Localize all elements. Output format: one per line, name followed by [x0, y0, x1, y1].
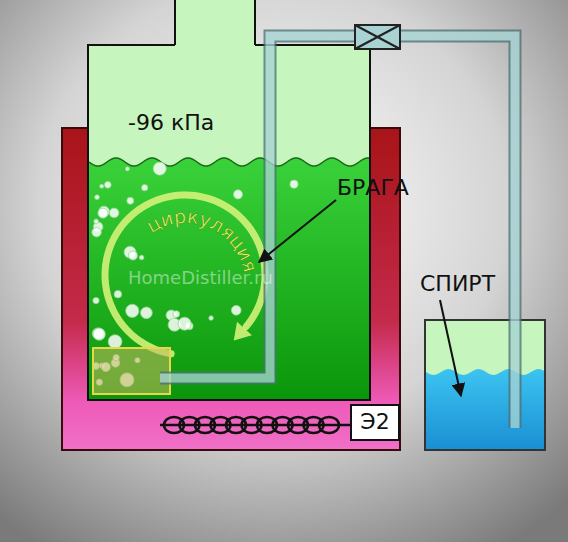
bubble — [92, 228, 101, 237]
bubble — [173, 311, 180, 318]
pressure-label: -96 кПа — [128, 111, 214, 135]
bubble — [125, 167, 129, 171]
valve-cross — [355, 25, 400, 49]
liquid-surface — [89, 158, 369, 166]
part-label: БРАГА — [337, 176, 409, 200]
bubble — [100, 184, 104, 188]
part-label: СПИРТ — [420, 272, 495, 296]
bubble — [128, 251, 137, 260]
bubble — [104, 181, 111, 188]
bubble — [141, 307, 153, 319]
alcohol-liquid — [426, 369, 544, 449]
valve — [355, 25, 400, 49]
pipe-bore — [160, 36, 515, 428]
bubble — [139, 255, 144, 260]
vessel-neck — [175, 0, 255, 46]
leader-line — [259, 200, 336, 262]
flow-label: циркуляция — [142, 205, 261, 275]
heater-lead — [160, 424, 350, 427]
bubble — [95, 195, 100, 200]
watermark: HomeDistiller.ru — [128, 268, 273, 288]
bubble — [126, 304, 139, 317]
valve-cross — [355, 25, 400, 49]
bubble — [290, 180, 298, 188]
bubble — [109, 208, 119, 218]
bubble — [209, 316, 214, 321]
suction-filter — [93, 348, 170, 394]
bubble — [114, 290, 122, 298]
bubble — [153, 162, 166, 175]
neck-wall — [174, 0, 176, 45]
bubble — [178, 317, 191, 330]
bubble — [98, 208, 108, 218]
beaker-outline — [425, 320, 545, 450]
circulation-arrowhead — [234, 322, 252, 341]
pipe — [160, 36, 515, 428]
bubble — [142, 184, 148, 190]
neck-wall — [254, 0, 256, 45]
leader-line — [440, 300, 461, 396]
bubble — [94, 219, 99, 224]
bubble — [93, 297, 99, 303]
box-label: Э2 — [360, 410, 389, 434]
bubble — [93, 328, 105, 340]
receiver-beaker — [425, 320, 545, 450]
mash-liquid — [89, 158, 369, 399]
pipe-wall — [160, 36, 515, 428]
bubble — [127, 197, 134, 204]
heater-controller-box: Э2 — [350, 404, 400, 441]
bubble — [233, 190, 242, 199]
bubble — [231, 305, 241, 315]
vessel — [88, 45, 370, 400]
bubble — [108, 335, 122, 349]
